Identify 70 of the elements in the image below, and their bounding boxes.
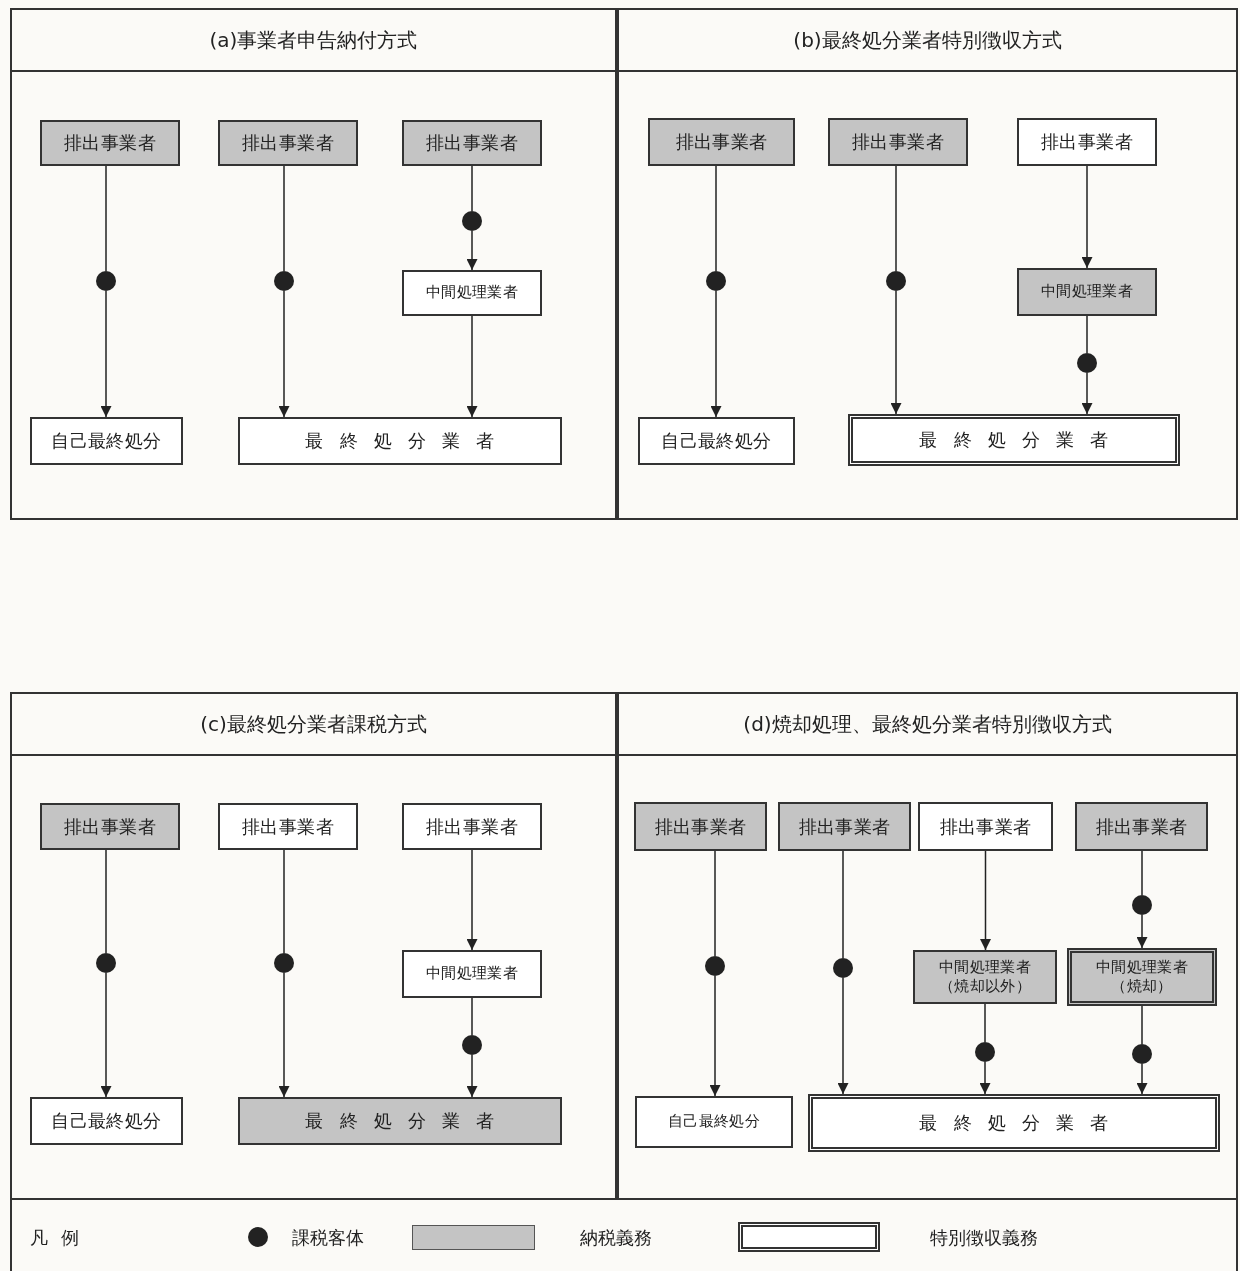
entity-box: 最終処分業者 bbox=[238, 417, 562, 465]
entity-box: 排出事業者 bbox=[1075, 802, 1208, 851]
tax-object-dot bbox=[274, 953, 294, 973]
tax-object-dot bbox=[462, 211, 482, 231]
entity-box: 排出事業者 bbox=[918, 802, 1053, 851]
entity-box: 中間処理業者（焼却以外） bbox=[913, 950, 1057, 1004]
entity-box: 排出事業者 bbox=[402, 120, 542, 166]
entity-box: 自己最終処分 bbox=[30, 417, 183, 465]
entity-box: 排出事業者 bbox=[648, 118, 795, 166]
tax-object-dot bbox=[96, 271, 116, 291]
diagram-panel bbox=[10, 692, 617, 1200]
tax-object-dot bbox=[833, 958, 853, 978]
entity-box: 排出事業者 bbox=[218, 120, 358, 166]
diagram-panel bbox=[617, 692, 1238, 1200]
entity-box: 排出事業者 bbox=[218, 803, 358, 850]
panel-heading: (d)焼却処理、最終処分業者特別徴収方式 bbox=[619, 694, 1236, 756]
legend-text: 特別徴収義務 bbox=[930, 1226, 1038, 1250]
tax-object-dot bbox=[274, 271, 294, 291]
panel-heading: (a)事業者申告納付方式 bbox=[12, 10, 615, 72]
arrow bbox=[466, 230, 478, 271]
entity-box: 排出事業者 bbox=[40, 803, 180, 850]
entity-box: 中間処理業者 bbox=[402, 950, 542, 998]
arrow bbox=[466, 849, 478, 951]
entity-box: 排出事業者 bbox=[40, 120, 180, 166]
entity-box: 最終処分業者 bbox=[848, 414, 1180, 466]
tax-object-dot bbox=[705, 956, 725, 976]
entity-box: 排出事業者 bbox=[1017, 118, 1157, 166]
diagram-panel bbox=[617, 8, 1238, 520]
entity-box: 最終処分業者 bbox=[238, 1097, 562, 1145]
legend-title: 凡例 bbox=[30, 1226, 92, 1250]
entity-box: 自己最終処分 bbox=[635, 1096, 793, 1148]
tax-object-dot bbox=[886, 271, 906, 291]
arrow bbox=[979, 1061, 991, 1095]
entity-box: 自己最終処分 bbox=[638, 417, 795, 465]
legend-text: 納税義務 bbox=[580, 1226, 652, 1250]
arrow bbox=[466, 1054, 478, 1098]
tax-object-dot bbox=[1132, 895, 1152, 915]
entity-box: 排出事業者 bbox=[778, 802, 911, 851]
legend-text: 課税客体 bbox=[292, 1226, 364, 1250]
tax-object-dot bbox=[1077, 353, 1097, 373]
arrow bbox=[890, 290, 902, 415]
arrow bbox=[278, 972, 290, 1098]
entity-box: 排出事業者 bbox=[634, 802, 767, 851]
panel-heading: (b)最終処分業者特別徴収方式 bbox=[619, 10, 1236, 72]
diagram-panel bbox=[10, 8, 617, 520]
arrow bbox=[278, 290, 290, 418]
tax-object-dot bbox=[462, 1035, 482, 1055]
tax-object-dot bbox=[1132, 1044, 1152, 1064]
arrow bbox=[709, 975, 721, 1097]
entity-box: 中間処理業者 bbox=[1017, 268, 1157, 316]
arrow bbox=[1136, 1063, 1148, 1095]
entity-box: 自己最終処分 bbox=[30, 1097, 183, 1145]
arrow bbox=[1136, 914, 1148, 949]
tax-object-dot bbox=[975, 1042, 995, 1062]
arrow bbox=[710, 290, 722, 418]
entity-box: 排出事業者 bbox=[828, 118, 968, 166]
arrow bbox=[1081, 165, 1093, 269]
tax-object-dot bbox=[706, 271, 726, 291]
arrow bbox=[466, 315, 478, 418]
entity-box: 中間処理業者（焼却） bbox=[1067, 948, 1217, 1006]
entity-box: 最終処分業者 bbox=[808, 1094, 1220, 1152]
arrow bbox=[100, 290, 112, 418]
arrow bbox=[837, 977, 849, 1095]
tax-object-dot bbox=[96, 953, 116, 973]
entity-box: 中間処理業者 bbox=[402, 270, 542, 316]
panel-heading: (c)最終処分業者課税方式 bbox=[12, 694, 615, 756]
arrow bbox=[1081, 372, 1093, 415]
entity-box: 排出事業者 bbox=[402, 803, 542, 850]
arrow bbox=[100, 972, 112, 1098]
arrow bbox=[980, 850, 991, 951]
